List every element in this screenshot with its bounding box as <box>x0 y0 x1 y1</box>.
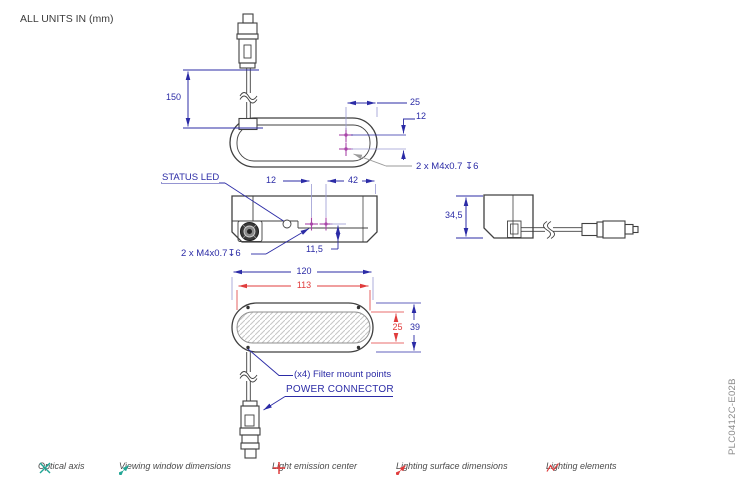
dim-housing-width: 39 <box>406 322 424 333</box>
units-note: ALL UNITS IN (mm) <box>20 13 114 25</box>
status-led-indicator <box>282 219 292 229</box>
dim-housing-depth: 34,5 <box>444 210 464 221</box>
side-view-dimensions <box>456 195 483 239</box>
filter-mount-points <box>246 305 361 350</box>
part-number: PLC0412C-E02B <box>727 378 738 455</box>
power-connector-label: POWER CONNECTOR <box>286 384 394 395</box>
top-view <box>229 13 378 168</box>
legend-label: Viewing window dimensions <box>119 461 231 471</box>
top-connector <box>236 13 259 69</box>
legend-label: Lighting surface dimensions <box>396 461 508 471</box>
status-led-label: STATUS LED <box>162 172 220 183</box>
legend-label: Optical axis <box>38 461 85 471</box>
legend-item-optical-axis: Optical axis <box>38 461 85 474</box>
legend-item-lighting-elements: Lighting elements <box>546 461 617 472</box>
dim-emitting-width: 25 <box>389 322 406 333</box>
dim-hole-spacing-front: 12 <box>265 175 278 186</box>
viewing-window-icon <box>119 465 129 475</box>
dim-cable-length: 150 <box>156 92 182 103</box>
front-view <box>231 195 378 243</box>
dim-hole-offset-from-edge: 25 <box>409 97 422 108</box>
bottom-cable <box>239 352 258 401</box>
mount-hole-markers-front <box>305 217 333 231</box>
side-power-connector-face <box>239 221 260 242</box>
side-view-connector <box>581 220 639 239</box>
legend-label: Lighting elements <box>546 461 617 471</box>
thread-spec-top-label: 2 x M4x0.7 ↧6 <box>416 161 479 172</box>
optical-axis-icon <box>39 462 51 474</box>
top-cable <box>239 68 258 118</box>
dim-hole-spacing-top: 12 <box>415 111 428 122</box>
top-view-dimensions <box>183 69 415 167</box>
legend-item-light-emission-center: Light emission center <box>272 461 358 474</box>
lighting-surface-icon <box>396 465 406 475</box>
thread-spec-front-label: 2 x M4x0.7↧6 <box>181 248 241 259</box>
bottom-power-connector <box>239 400 261 459</box>
legend-item-viewing-window: Viewing window dimensions <box>119 461 231 475</box>
mount-hole-markers-top <box>339 128 353 156</box>
legend-label: Light emission center <box>272 461 358 471</box>
filter-mount-label: (x4) Filter mount points <box>294 369 392 380</box>
front-view-dimensions <box>161 178 376 255</box>
side-view <box>483 194 639 239</box>
bottom-view <box>231 302 374 459</box>
bottom-view-dimensions <box>231 269 421 411</box>
light-emission-center-icon <box>273 462 285 474</box>
dim-hole-height-offset: 11,5 <box>305 244 324 255</box>
lighting-elements-icon <box>546 463 559 472</box>
dim-hole-to-edge-front: 42 <box>344 175 362 186</box>
lighting-surface <box>236 311 371 344</box>
legend-item-lighting-surface: Lighting surface dimensions <box>396 461 508 475</box>
side-cable <box>521 221 582 239</box>
dim-emitting-length: 113 <box>291 280 317 291</box>
dim-housing-length: 120 <box>291 266 317 277</box>
